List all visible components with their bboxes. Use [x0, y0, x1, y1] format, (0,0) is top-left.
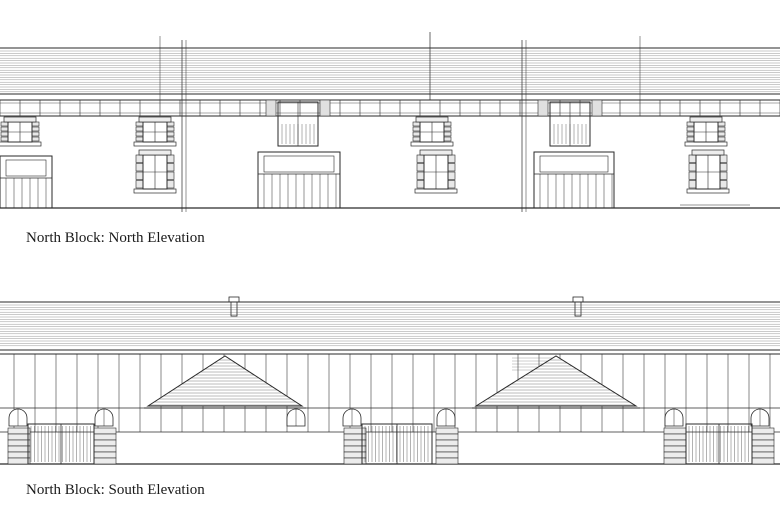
- arch-window-5: [436, 408, 456, 427]
- small-window-2: [133, 116, 177, 147]
- small-window-3: [410, 116, 454, 147]
- window-lower-2: [414, 149, 458, 194]
- south-elevation-drawing: [0, 296, 780, 465]
- stone-pier-1: [7, 427, 31, 465]
- small-window-4: [684, 116, 728, 147]
- arch-window-1: [8, 408, 28, 427]
- roof-slates-south: [0, 301, 780, 351]
- arch-window-7: [750, 408, 770, 427]
- glazed-screen-centre: [257, 151, 341, 209]
- arch-window-6: [664, 408, 684, 427]
- stone-pier-3: [343, 427, 367, 465]
- gate-1: [27, 423, 95, 465]
- small-window-1: [0, 116, 42, 147]
- glazing-grid: [0, 353, 780, 465]
- clerestory-band: [0, 99, 780, 117]
- north-elevation-caption: North Block: North Elevation: [26, 230, 205, 246]
- stone-pier-5: [663, 427, 687, 465]
- gate-3: [685, 423, 753, 465]
- stone-pier-6: [751, 427, 775, 465]
- window-lower-3: [686, 149, 730, 194]
- balcony-door-1: [265, 99, 331, 147]
- roof-slates: [0, 47, 780, 95]
- roof-vent-1: [228, 296, 240, 317]
- arch-window-2: [94, 408, 114, 427]
- balcony-door-2: [537, 99, 603, 147]
- arch-window-4: [342, 408, 362, 427]
- gate-2: [361, 423, 433, 465]
- glazed-screen-right: [533, 151, 615, 209]
- glazed-screen-left: [0, 155, 53, 209]
- porch-gable-1: [144, 355, 306, 409]
- stone-pier-4: [435, 427, 459, 465]
- porch-gable-2: [472, 355, 640, 409]
- roof-vent-2: [572, 296, 584, 317]
- arch-window-3: [286, 408, 306, 427]
- wall-lines: [0, 32, 780, 212]
- window-lower-1: [133, 149, 177, 194]
- south-elevation-caption: North Block: South Elevation: [26, 482, 205, 498]
- stone-pier-2: [93, 427, 117, 465]
- north-elevation-drawing: [0, 32, 780, 212]
